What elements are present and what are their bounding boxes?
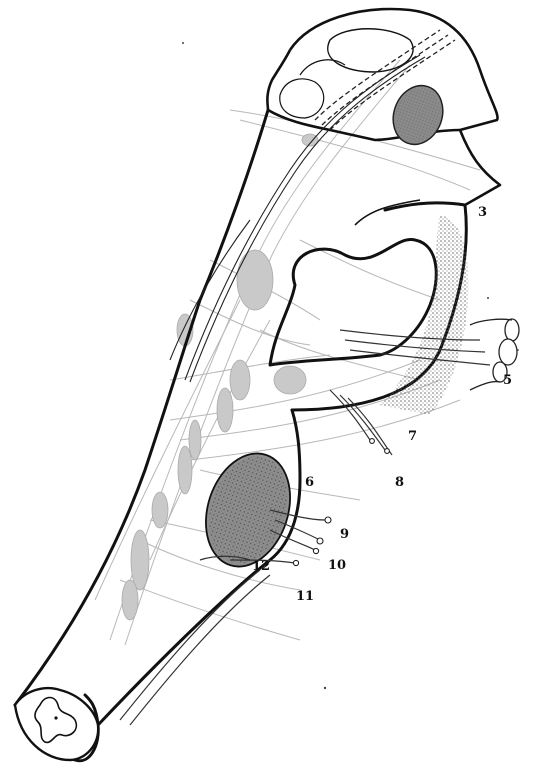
label-10: 10 <box>328 558 346 573</box>
label-6: 6 <box>305 475 314 490</box>
label-3: 3 <box>478 205 487 220</box>
label-12: 12 <box>252 559 270 574</box>
label-9: 9 <box>340 527 349 542</box>
descending-tracts <box>170 55 425 382</box>
brainstem-outline <box>15 110 466 761</box>
label-11: 11 <box>296 589 314 604</box>
label-7: 7 <box>408 429 417 444</box>
label-8: 8 <box>395 475 404 490</box>
pons-inner-outline <box>270 200 436 365</box>
label-5: 5 <box>503 373 512 388</box>
spinal-cord-section <box>15 688 98 760</box>
midbrain-block <box>267 9 500 205</box>
